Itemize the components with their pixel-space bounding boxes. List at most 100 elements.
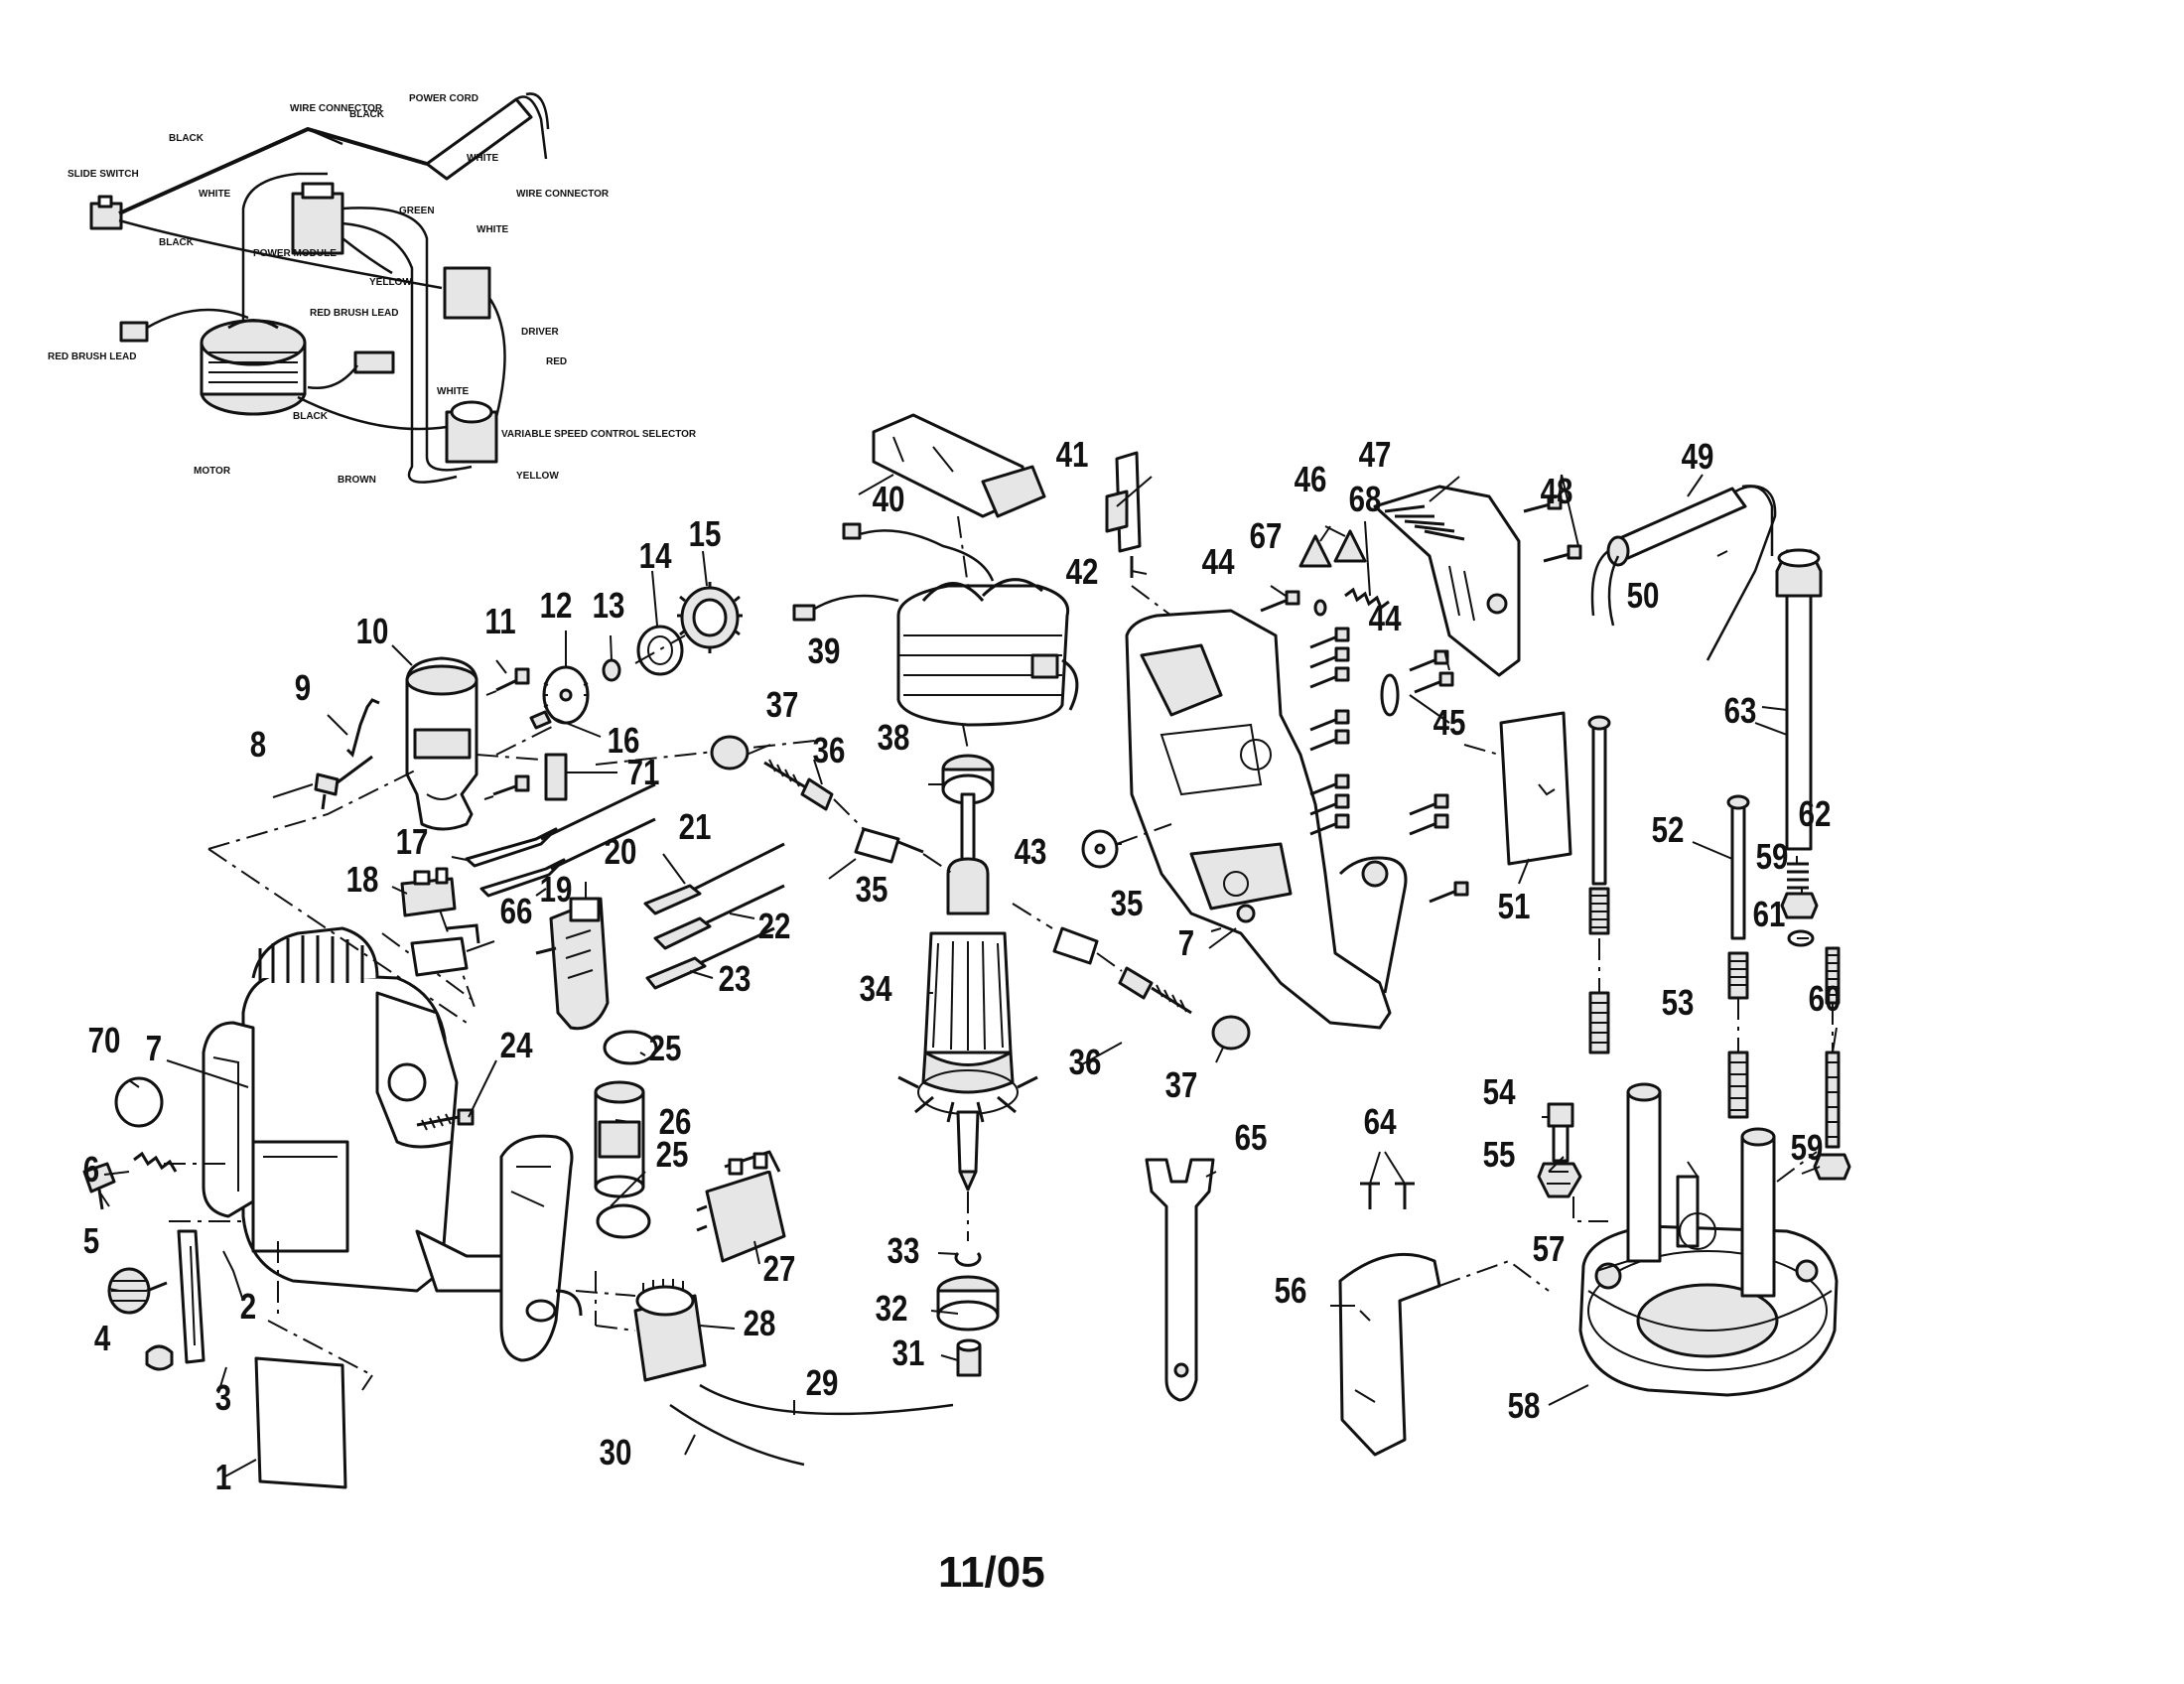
callout-52: 52 xyxy=(1652,809,1685,849)
callout-42: 42 xyxy=(1066,551,1099,591)
wire-yellow xyxy=(341,237,393,275)
part-47-vent-cover xyxy=(1373,485,1521,677)
wire-connector-drop xyxy=(307,127,343,146)
part-13-washer xyxy=(602,658,621,682)
part-59-nut-bottom xyxy=(1813,1153,1851,1181)
callout-26: 26 xyxy=(659,1101,692,1141)
wiring-driver xyxy=(443,266,491,320)
part-36-brush-spring-left xyxy=(763,759,834,811)
part-25-ring-top xyxy=(603,1030,658,1065)
part-49-power-cord xyxy=(1606,485,1777,661)
callout-32: 32 xyxy=(876,1288,908,1328)
part-33-snap-ring xyxy=(954,1251,982,1267)
wiring-label-power-cord: POWER CORD xyxy=(409,93,478,104)
callout-29: 29 xyxy=(806,1362,839,1402)
wiring-label-yellow-1: YELLOW xyxy=(369,277,412,288)
housing-left-assembly xyxy=(202,926,583,1362)
callout-65: 65 xyxy=(1235,1117,1268,1157)
part-50-wires xyxy=(1590,550,1620,627)
part-16-pin xyxy=(529,710,552,730)
part-40-brush-holder xyxy=(872,413,1046,518)
wiring-label-motor: MOTOR xyxy=(194,466,231,477)
callout-44-left: 44 xyxy=(1202,541,1235,581)
callout-51: 51 xyxy=(1498,886,1531,925)
part-36-brush-spring-right xyxy=(1118,966,1192,1015)
callout-68: 68 xyxy=(1349,479,1382,518)
wiring-label-yellow-2: YELLOW xyxy=(516,471,559,482)
housing-fins xyxy=(258,935,364,983)
callout-45: 45 xyxy=(1433,702,1466,742)
part-28-speed-selector xyxy=(633,1279,707,1382)
callout-6: 6 xyxy=(83,1149,99,1189)
callout-1: 1 xyxy=(215,1457,231,1496)
callout-57: 57 xyxy=(1533,1228,1566,1268)
part-67-washer xyxy=(1313,599,1327,617)
wiring-label-white-1: WHITE xyxy=(467,153,499,164)
wiring-label-black-2: BLACK xyxy=(169,133,205,144)
callout-14: 14 xyxy=(639,535,672,575)
callout-12: 12 xyxy=(540,585,573,625)
part-9-spring-wire xyxy=(345,698,380,758)
part-39-field-coil xyxy=(896,578,1079,727)
part-70-label-disc xyxy=(114,1076,164,1128)
callout-leaders xyxy=(98,474,1838,1478)
callout-36-right: 36 xyxy=(1069,1042,1102,1081)
wire-black-slide xyxy=(118,218,443,290)
part-14-ring xyxy=(636,625,684,676)
wiring-label-wire-connector-1: WIRE CONNECTOR xyxy=(290,103,383,114)
right-handle xyxy=(499,1134,574,1362)
part-64-screws xyxy=(1360,1182,1415,1209)
part-54-screw xyxy=(1547,1102,1574,1163)
callout-3: 3 xyxy=(215,1377,231,1417)
part-57-base-posts xyxy=(1594,1082,1819,1298)
callout-7-left: 7 xyxy=(146,1028,162,1067)
part-2-depth-bar xyxy=(177,1229,205,1364)
wiring-label-variable-speed: VARIABLE SPEED CONTROL SELECTOR xyxy=(501,429,697,440)
switch-housing-group xyxy=(314,656,568,831)
callout-55: 55 xyxy=(1483,1134,1516,1174)
part-44-screws-right xyxy=(1409,649,1469,904)
wiring-slide-switch xyxy=(89,195,123,230)
callout-38: 38 xyxy=(878,717,910,757)
wiring-label-green: GREEN xyxy=(399,206,435,216)
callout-56: 56 xyxy=(1275,1270,1307,1310)
part-1-label-plate xyxy=(254,1356,347,1489)
callout-37-left: 37 xyxy=(766,684,799,724)
callout-41: 41 xyxy=(1056,434,1089,474)
part-3-clip xyxy=(145,1344,174,1371)
wire-green xyxy=(341,221,458,484)
wiring-label-white-3: WHITE xyxy=(477,224,509,235)
callout-48: 48 xyxy=(1541,471,1573,510)
part-26-bushing xyxy=(594,1080,645,1198)
callout-44-right: 44 xyxy=(1369,598,1402,637)
callout-54: 54 xyxy=(1483,1071,1516,1111)
callout-8: 8 xyxy=(250,724,266,764)
callout-35-left: 35 xyxy=(856,869,888,909)
wiring-label-red: RED xyxy=(546,356,567,367)
wire-brush-lead xyxy=(146,308,249,330)
callout-50: 50 xyxy=(1627,575,1660,615)
wiring-power-module xyxy=(291,182,344,255)
part-37-brush-cap-right xyxy=(1211,1015,1251,1051)
callout-40: 40 xyxy=(873,479,905,518)
part-20-module xyxy=(535,897,610,1031)
part-45-clip xyxy=(1380,673,1400,717)
callout-64: 64 xyxy=(1364,1101,1397,1141)
date-code: 11/05 xyxy=(938,1548,1045,1597)
part-71-bracket xyxy=(544,753,568,801)
callout-35-right: 35 xyxy=(1111,883,1144,922)
wiring-variable-speed-control xyxy=(445,400,498,464)
part-55-knob xyxy=(1537,1162,1582,1198)
callout-59-top: 59 xyxy=(1756,836,1789,876)
wire-white-long xyxy=(341,207,473,472)
callout-27: 27 xyxy=(763,1248,796,1288)
callout-15: 15 xyxy=(689,513,722,553)
pins-17-19 xyxy=(465,782,656,898)
callout-63: 63 xyxy=(1724,690,1757,730)
callout-58: 58 xyxy=(1508,1385,1541,1425)
callout-25-top: 25 xyxy=(649,1028,682,1067)
callout-5: 5 xyxy=(83,1220,99,1260)
part-27-control-module xyxy=(696,1150,786,1263)
wire-white-module xyxy=(241,172,328,323)
wire-motor-red xyxy=(307,364,359,389)
